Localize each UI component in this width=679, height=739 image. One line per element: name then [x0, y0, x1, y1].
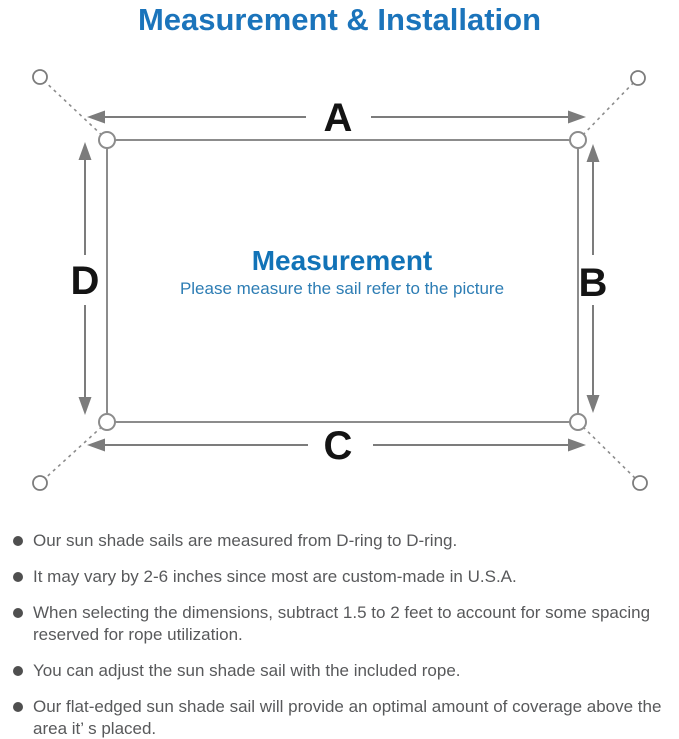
- measurement-diagram: A C D B Measurement Please meas: [32, 69, 648, 491]
- bullet-dot-icon: [13, 666, 23, 676]
- list-item: It may vary by 2-6 inches since most are…: [0, 566, 679, 588]
- arrowhead-down-icon: [586, 395, 600, 413]
- notes-list: Our sun shade sails are measured from D-…: [0, 530, 679, 739]
- rope-line-top-right: [577, 77, 639, 141]
- anchor-point-bottom-left-icon: [32, 475, 48, 491]
- arrowhead-right-icon: [568, 438, 586, 452]
- dimension-label-d: D: [71, 259, 100, 303]
- list-item: When selecting the dimensions, subtract …: [0, 602, 679, 646]
- d-ring-bottom-left-icon: [98, 413, 116, 431]
- arrowhead-left-icon: [87, 110, 105, 124]
- bullet-dot-icon: [13, 536, 23, 546]
- note-text: It may vary by 2-6 inches since most are…: [33, 567, 517, 586]
- dimension-label-b: B: [579, 261, 608, 305]
- diagram-center-subtitle: Please measure the sail refer to the pic…: [180, 279, 504, 298]
- note-text: You can adjust the sun shade sail with t…: [33, 661, 461, 680]
- dimension-arrow-bottom: C: [87, 424, 586, 468]
- d-ring-bottom-right-icon: [569, 413, 587, 431]
- d-ring-top-left-icon: [98, 131, 116, 149]
- arrowhead-down-icon: [78, 397, 92, 415]
- bullet-dot-icon: [13, 572, 23, 582]
- note-text: Our flat-edged sun shade sail will provi…: [33, 697, 662, 738]
- note-text: Our sun shade sails are measured from D-…: [33, 531, 458, 550]
- list-item: Our flat-edged sun shade sail will provi…: [0, 696, 679, 739]
- anchor-point-top-right-icon: [630, 70, 646, 86]
- dimension-label-c: C: [324, 424, 353, 468]
- arrowhead-up-icon: [78, 142, 92, 160]
- dimension-label-a: A: [324, 96, 353, 140]
- bullet-dot-icon: [13, 702, 23, 712]
- page-title: Measurement & Installation: [137, 2, 542, 37]
- arrowhead-right-icon: [568, 110, 586, 124]
- list-item: Our sun shade sails are measured from D-…: [0, 530, 679, 552]
- sail-rectangle: [106, 139, 579, 423]
- bullet-dot-icon: [13, 608, 23, 618]
- d-ring-top-right-icon: [569, 131, 587, 149]
- arrowhead-up-icon: [586, 144, 600, 162]
- list-item: You can adjust the sun shade sail with t…: [0, 660, 679, 682]
- note-text: When selecting the dimensions, subtract …: [33, 603, 651, 644]
- dimension-arrow-left: D: [71, 142, 100, 415]
- dimension-arrow-right: B: [579, 144, 608, 413]
- diagram-center-heading: Measurement: [252, 245, 433, 276]
- rope-line-bottom-left: [39, 421, 108, 484]
- rope-line-bottom-right: [577, 421, 641, 484]
- anchor-point-bottom-right-icon: [632, 475, 648, 491]
- rope-line-top-left: [39, 76, 108, 141]
- arrowhead-left-icon: [87, 438, 105, 452]
- anchor-point-top-left-icon: [32, 69, 48, 85]
- dimension-arrow-top: A: [87, 96, 586, 140]
